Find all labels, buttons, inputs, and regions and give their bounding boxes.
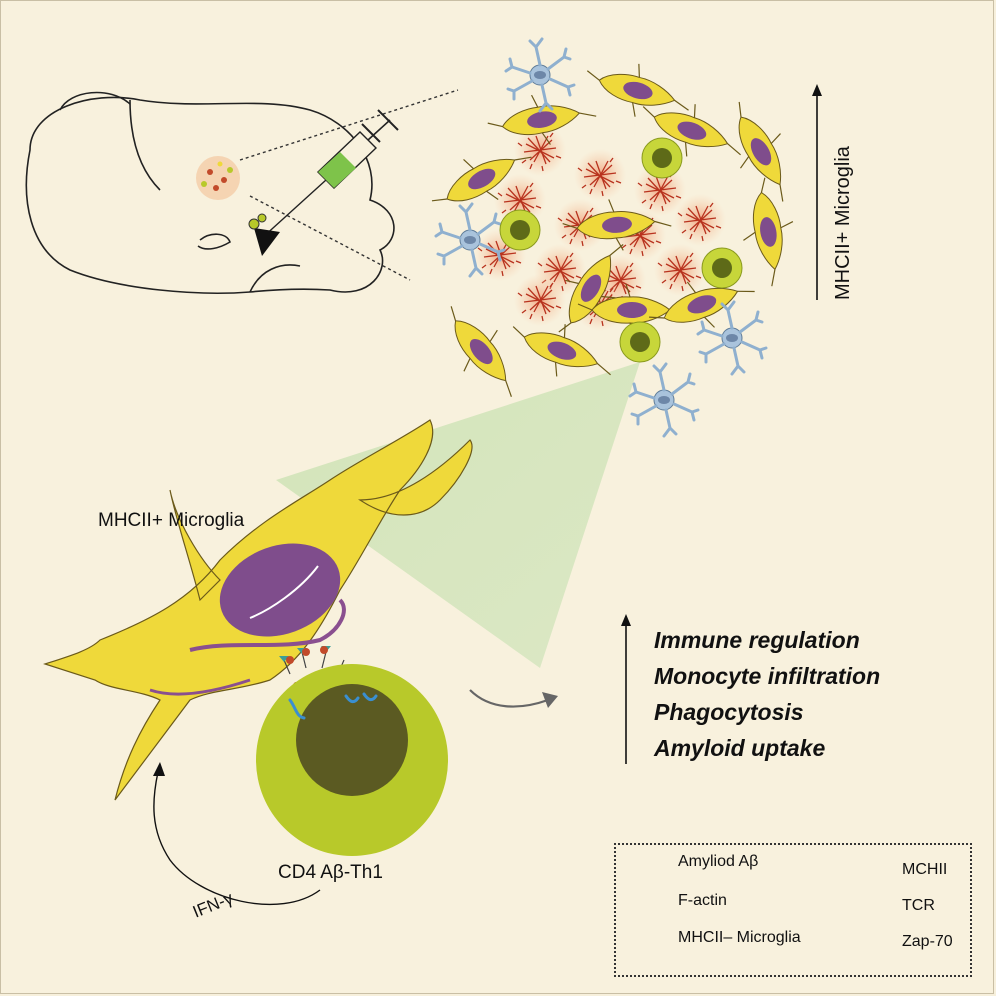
legend-mhcii-neg-label: MHCII– Microglia bbox=[678, 929, 801, 946]
legend-tcr-label: TCR bbox=[902, 897, 935, 914]
zoom-line-bottom bbox=[249, 195, 411, 281]
legend-amyloid-label: Amyliod Aβ bbox=[678, 853, 759, 870]
brain-plaque-region bbox=[196, 156, 240, 200]
vertical-mhcii-label: MHCII+ Microglia bbox=[832, 146, 854, 300]
cd4-th1-t-cell bbox=[256, 664, 448, 856]
mhcii-microglia-cell bbox=[43, 419, 473, 801]
outcome-item: Amyloid uptake bbox=[654, 735, 826, 761]
mhcii-microglia-label: MHCII+ Microglia bbox=[98, 510, 245, 531]
outcomes-increase-arrow bbox=[621, 614, 631, 764]
ifn-gamma-arrow bbox=[153, 762, 321, 906]
cd4-th1-label: CD4 Aβ-Th1 bbox=[278, 862, 383, 883]
legend-box: Amyliod Aβ F-actin MHCII– Microglia MCHI… bbox=[614, 843, 972, 977]
zoom-cone bbox=[276, 362, 640, 668]
increase-arrow-vertical bbox=[812, 84, 822, 300]
outcome-arrow bbox=[469, 689, 558, 708]
syringe-icon bbox=[261, 109, 399, 239]
injection-site bbox=[248, 213, 280, 256]
legend-mchii-label: MCHII bbox=[902, 861, 948, 878]
legend-zap70-label: Zap-70 bbox=[902, 933, 953, 950]
mouse-brain-sketch bbox=[25, 91, 395, 294]
outcome-item: Immune regulation bbox=[654, 627, 860, 653]
outcome-item: Monocyte infiltration bbox=[654, 663, 881, 689]
outcome-item: Phagocytosis bbox=[654, 699, 804, 725]
zoom-line-top bbox=[239, 89, 459, 161]
outcomes-list: Immune regulation Monocyte infiltration … bbox=[654, 622, 880, 766]
legend-factin-label: F-actin bbox=[678, 892, 727, 909]
